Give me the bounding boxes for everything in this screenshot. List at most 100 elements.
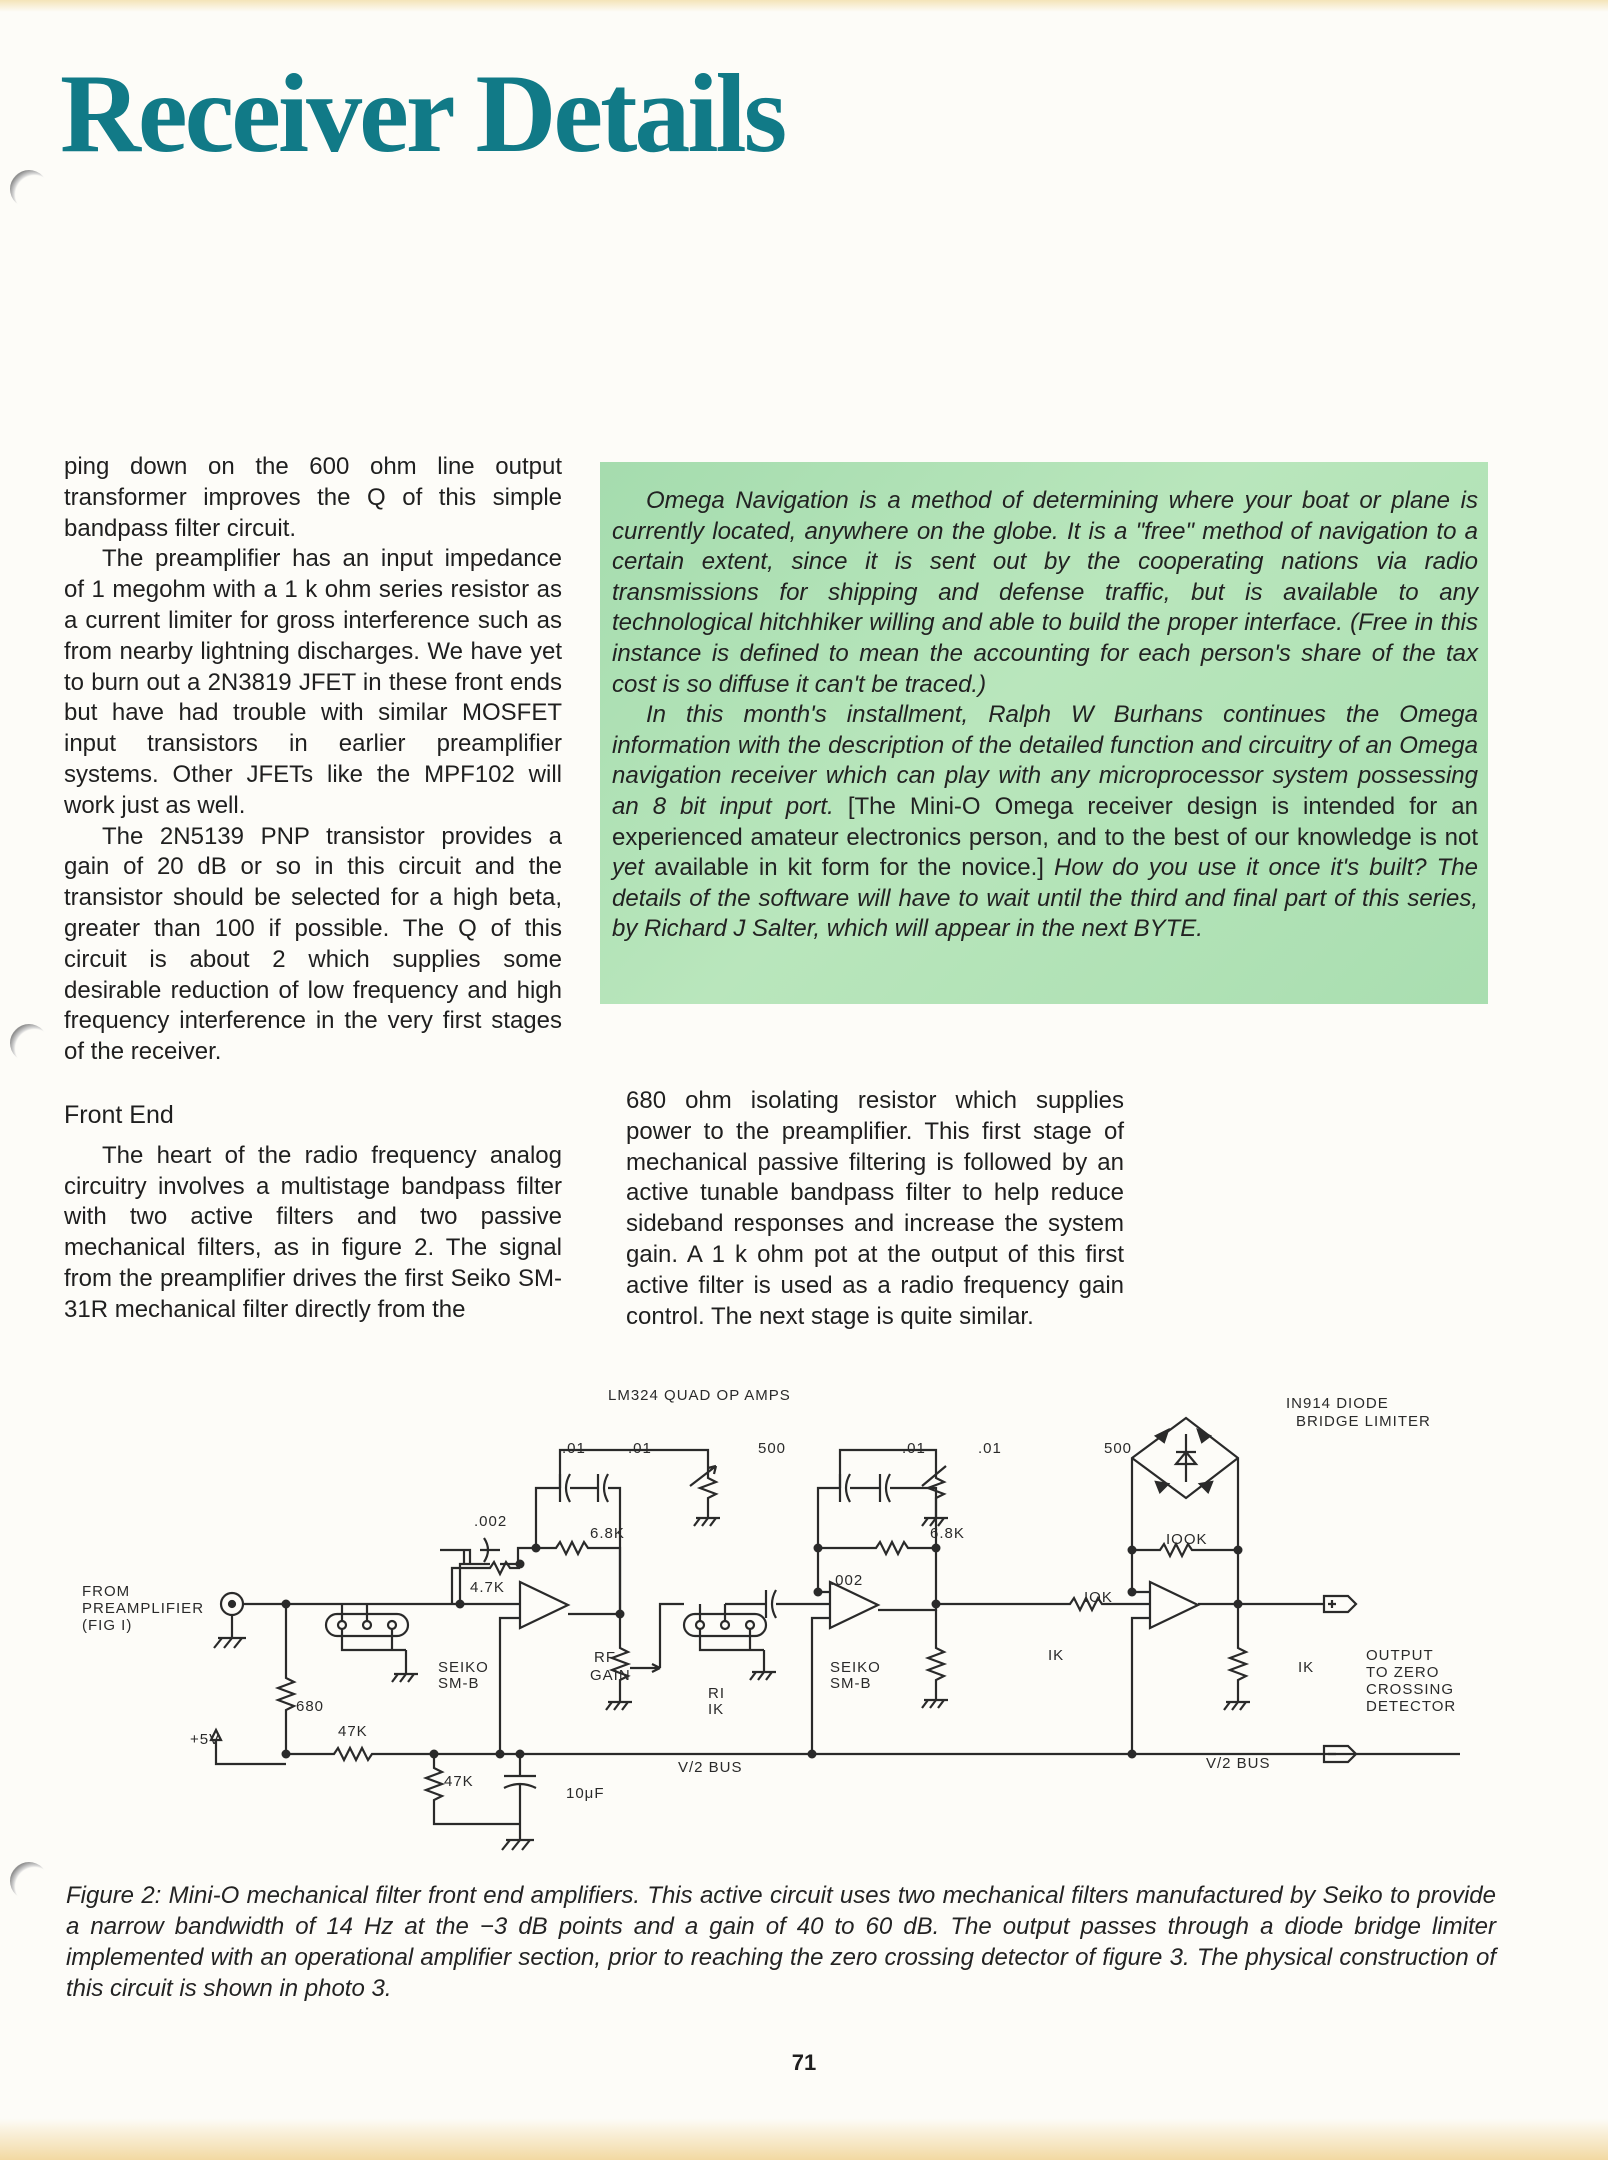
output-label: OUTPUT <box>1366 1647 1434 1664</box>
diode-symbol <box>1173 1434 1199 1482</box>
rf-gain-pot <box>605 1614 632 1711</box>
paper-edge-bottom <box>0 2118 1608 2160</box>
junction-dot <box>813 1543 823 1553</box>
capacitor-label: .002 <box>830 1572 863 1589</box>
wire-bias <box>498 1616 520 1754</box>
filter-terminal <box>694 1619 706 1631</box>
supply-label: +5V <box>190 1731 220 1748</box>
resistor-47k <box>286 1745 904 1763</box>
pot-500 <box>838 1448 948 1527</box>
pot-500 <box>558 1448 719 1506</box>
pot-label: 500 <box>1104 1440 1132 1457</box>
resistor-680 <box>274 1604 298 1754</box>
limiter-label: BRIDGE LIMITER <box>1296 1413 1431 1430</box>
sidebar-italic-word: yet <box>612 854 645 882</box>
page-title: Receiver Details <box>60 52 787 176</box>
junction-dot <box>931 1543 941 1553</box>
junction-dot <box>807 1749 817 1759</box>
junction-dot <box>931 1599 941 1609</box>
resistor-1k <box>921 1610 948 1709</box>
filter-terminal <box>386 1619 398 1631</box>
bus-label: V/2 BUS <box>1206 1755 1271 1772</box>
op-amp-1 <box>518 1580 571 1630</box>
front-end-section: Front End The heart of the radio frequen… <box>64 1100 562 1326</box>
paragraph: The heart of the radio frequency analog … <box>64 1141 562 1323</box>
capacitor-label: .01 <box>628 1440 652 1457</box>
circuit-schematic: LM324 QUAD OP AMPS IN914 DIODE BRIDGE LI… <box>82 1387 1460 1851</box>
filter-terminal <box>719 1619 731 1631</box>
v2-bus <box>904 1616 1460 1756</box>
junction-dot <box>615 1609 625 1619</box>
input-label: PREAMPLIFIER <box>82 1600 204 1617</box>
sidebar-paragraph: In this month's installment, Ralph W Bur… <box>612 700 1478 945</box>
figure-caption: Figure 2: Mini-O mechanical filter front… <box>66 1882 1496 2002</box>
capacitor-label: .01 <box>902 1440 926 1457</box>
supply-5v <box>209 1727 286 1766</box>
output-terminal <box>1238 1594 1358 1614</box>
filter-label: SM-B <box>438 1675 480 1692</box>
resistor-1k <box>1223 1604 1250 1711</box>
feedback-caps-01 <box>534 1473 622 1614</box>
paragraph: ping down on the 600 ohm line output tra… <box>64 453 562 542</box>
filter-label: SEIKO <box>830 1659 881 1676</box>
punch-hole-mark <box>10 170 48 208</box>
input-label: (FIG I) <box>82 1617 132 1634</box>
output-label: CROSSING <box>1366 1681 1454 1698</box>
output-label: DETECTOR <box>1366 1698 1456 1715</box>
filter-terminal <box>744 1619 756 1631</box>
resistor-47k-divider <box>422 1754 520 1826</box>
sidebar-italic-text: How do you use it once it's built? The d… <box>612 854 1478 943</box>
left-column: ping down on the 600 ohm line output tra… <box>64 452 562 1068</box>
junction-dot <box>1233 1545 1243 1555</box>
filter-label: SEIKO <box>438 1659 489 1676</box>
filter-wiring <box>340 1604 418 1683</box>
filter-label: SM-B <box>830 1675 872 1692</box>
capacitor-002 <box>462 1537 500 1564</box>
paragraph: The 2N5139 PNP transistor provides a gai… <box>64 822 562 1066</box>
resistor-label: 6.8K <box>930 1525 965 1542</box>
editor-sidebar-box: Omega Navigation is a method of determin… <box>600 462 1488 1004</box>
resistor-label: 6.8K <box>590 1525 625 1542</box>
capacitor-10uf <box>503 1754 537 1824</box>
junction-dot <box>455 1599 465 1609</box>
sidebar-paragraph: Omega Navigation is a method of determin… <box>612 487 1478 698</box>
capacitor-label: .002 <box>474 1513 507 1530</box>
junction-dot <box>1127 1545 1137 1555</box>
resistor-label: 4.7K <box>470 1579 505 1596</box>
filter-wiring <box>698 1604 776 1681</box>
bus-label: V/2 BUS <box>678 1759 743 1776</box>
junction-dot <box>515 1559 525 1569</box>
junction-dot <box>281 1599 291 1609</box>
punch-hole-mark <box>10 1862 48 1900</box>
paragraph: The preamplifier has an input impedance … <box>64 545 562 819</box>
resistor-label: IK <box>1298 1659 1314 1676</box>
paragraph: 680 ohm isolating resistor which supplie… <box>626 1087 1124 1330</box>
resistor-10k <box>936 1595 1150 1613</box>
punch-hole-mark <box>10 1024 48 1062</box>
sidebar-italic-text: In this month's installment, Ralph W Bur… <box>612 701 1478 820</box>
resistor-label: IK <box>708 1701 724 1718</box>
paper-edge-top <box>0 0 1608 12</box>
op-amp-3 <box>1148 1580 1201 1630</box>
limiter-label: IN914 DIODE <box>1286 1395 1389 1412</box>
resistor-4k7 <box>450 1559 520 1604</box>
resistor-label: RI <box>708 1685 725 1702</box>
diode-bridge <box>1130 1416 1240 1550</box>
filter-terminal <box>336 1619 348 1631</box>
sidebar-roman-text: available in kit form for the novice.] <box>644 854 1055 882</box>
pot-label: 500 <box>758 1440 786 1457</box>
bus-terminal <box>1322 1744 1358 1764</box>
junction-dot <box>429 1749 439 1759</box>
middle-column: 680 ohm isolating resistor which supplie… <box>626 1086 1124 1332</box>
junction-dot <box>1127 1749 1137 1759</box>
diode-symbol <box>1153 1427 1214 1494</box>
junction-dot <box>281 1749 291 1759</box>
input-connector <box>227 1599 237 1609</box>
pot-ground <box>689 1464 720 1527</box>
filter-terminal <box>361 1619 373 1631</box>
page-number: 71 <box>791 2050 817 2075</box>
ground-symbol <box>213 1615 246 1649</box>
ic-label: LM324 QUAD OP AMPS <box>608 1387 791 1404</box>
resistor-label: 47K <box>444 1773 474 1790</box>
wire <box>440 1548 472 1564</box>
